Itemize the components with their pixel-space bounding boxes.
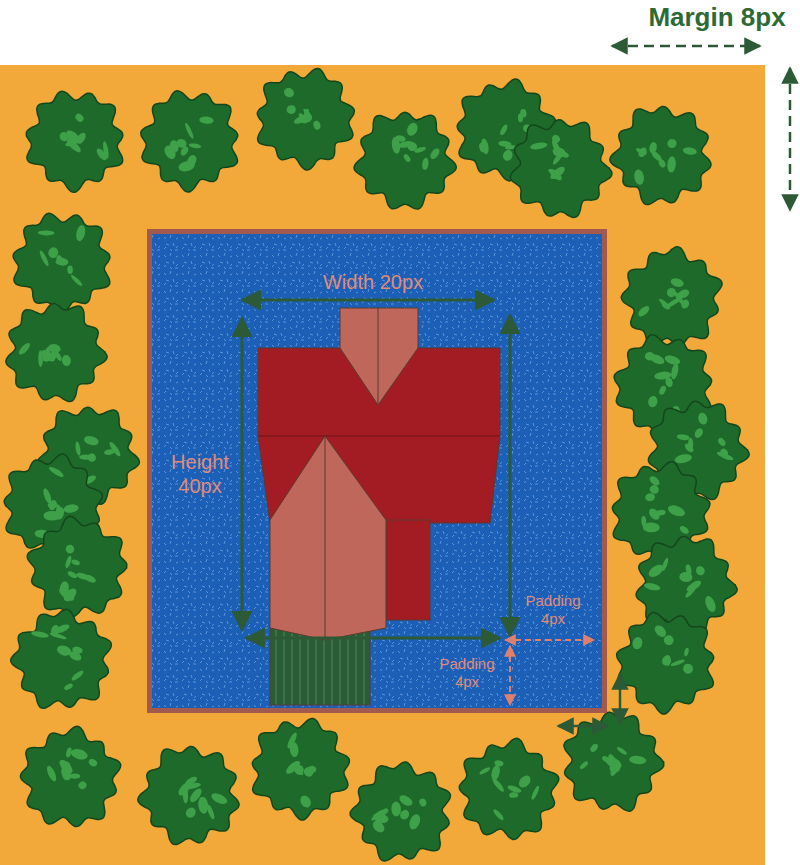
tree <box>617 612 714 713</box>
tree <box>610 106 711 204</box>
padding-lawn <box>150 232 605 711</box>
dimension-label: Width 20px <box>283 270 463 294</box>
tree <box>11 609 112 708</box>
margin-ground <box>0 65 765 865</box>
tree <box>459 738 558 839</box>
tree <box>350 762 450 861</box>
tree <box>6 304 107 402</box>
tree <box>27 516 127 617</box>
tree <box>354 112 456 209</box>
tree <box>138 746 239 844</box>
tree <box>510 120 612 218</box>
dimension-label: Padding 4px <box>513 592 593 628</box>
tree <box>20 726 120 826</box>
dimension-arrows <box>242 46 790 726</box>
tree <box>257 69 354 170</box>
dimension-label: Height 40px <box>165 450 235 498</box>
house-figure <box>258 308 500 705</box>
tree-group <box>4 69 749 862</box>
tree <box>13 213 110 314</box>
dimension-label: Padding 4px <box>427 655 507 691</box>
margin-label: Margin 8px <box>637 2 797 33</box>
tree <box>26 91 123 192</box>
tree <box>621 247 722 346</box>
tree <box>252 718 349 819</box>
tree <box>141 91 238 192</box>
